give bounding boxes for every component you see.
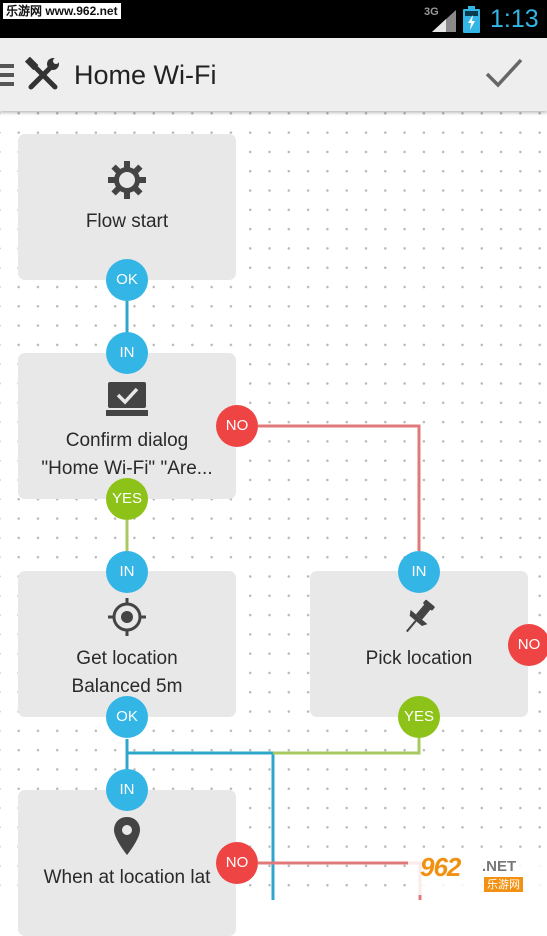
watermark-brand: 962 [420,852,461,882]
node-get-location[interactable]: Get location Balanced 5m [18,571,236,717]
action-bar: Home Wi-Fi [0,38,547,111]
checkmark-icon[interactable] [485,57,523,89]
port-ok[interactable]: OK [106,259,148,301]
node-when-at-location[interactable]: When at location lat [18,790,236,936]
node-label: Get location [76,648,178,669]
node-sublabel: "Home Wi-Fi" "Are... [41,458,213,479]
node-sublabel: Balanced 5m [71,676,183,697]
site-watermark: 962 .NET 乐游网 [408,850,544,895]
port-no[interactable]: NO [216,842,258,884]
node-pick-location[interactable]: Pick location [310,571,528,717]
page-title: Home Wi-Fi [74,60,217,90]
port-yes[interactable]: YES [398,696,440,738]
node-confirm-dialog[interactable]: Confirm dialog "Home Wi-Fi" "Are... [18,353,236,499]
watermark-text: 乐游网 www.962.net [3,3,121,19]
battery-icon [463,6,480,33]
gear-icon [18,160,236,204]
node-label: Flow start [85,211,169,232]
flow-canvas[interactable]: Flow start Confirm dialog "Home Wi-Fi" "… [0,111,547,936]
port-yes[interactable]: YES [106,478,148,520]
menu-icon[interactable] [0,64,14,86]
node-label: Pick location [365,648,473,669]
port-ok[interactable]: OK [106,696,148,738]
dialog-check-icon [18,381,236,421]
watermark-sub: 乐游网 [484,877,523,892]
watermark-suffix: .NET [482,858,517,875]
tools-icon[interactable] [24,57,62,93]
network-type: 3G [424,6,439,18]
node-label: Confirm dialog [65,430,189,451]
port-in[interactable]: IN [106,332,148,374]
status-bar: 乐游网 www.962.net 3G 1:13 [0,0,547,38]
node-flow-start[interactable]: Flow start [18,134,236,280]
map-marker-icon [18,816,236,860]
node-label: When at location lat [43,867,211,888]
port-no[interactable]: NO [216,405,258,447]
port-in[interactable]: IN [106,551,148,593]
port-in[interactable]: IN [398,551,440,593]
port-no[interactable]: NO [508,624,547,666]
pushpin-icon [310,597,528,641]
clock: 1:13 [490,5,539,33]
signal-icon [432,10,456,32]
gps-target-icon [18,597,236,641]
port-in[interactable]: IN [106,769,148,811]
